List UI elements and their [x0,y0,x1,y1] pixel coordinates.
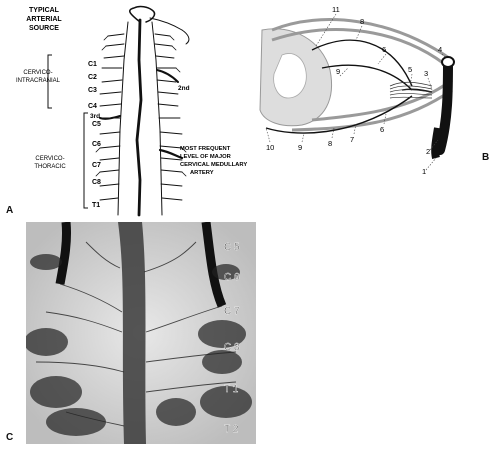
level-c3: C3 [88,87,97,94]
vessel-lumen [441,56,455,68]
header-line1: TYPICAL [29,7,60,14]
panel-c-letter: C [6,432,14,443]
fiber-bands [271,18,453,132]
level-c2: C2 [88,74,97,81]
label-2nd: 2nd [178,85,190,92]
note-most-frequent: MOST FREQUENT LEVEL OF MAJOR CERVICAL ME… [180,146,247,176]
num-4: 4 [438,45,442,54]
level-c7: C7 [92,162,101,169]
level-c8: C8 [92,179,101,186]
num-10: 10 [266,143,274,152]
note-line3: CERVICAL MEDULLARY [180,162,247,168]
num-8-top: 8 [360,17,364,26]
level-c5: C5 [92,121,101,128]
num-5: 5 [408,65,412,74]
level-c4: C4 [88,103,97,110]
num-11: 11 [332,5,340,14]
note-line4: ARTERY [190,170,214,176]
vessel-numbers: 11 8 9 6 5 3 4 2 1 10 9 8 7 6 [266,5,442,176]
label-c6: C 6 [224,272,240,283]
spinal-artery-schematic: TYPICAL ARTERIAL SOURCE CERVICO- INTRACR… [16,5,247,217]
region-thoracic-line1: CERVICO- [35,156,64,162]
label-3rd: 3rd [90,113,100,120]
level-c1: C1 [88,61,97,68]
striated-bundle [389,81,433,99]
panel-c-angiogram: C 5 C 6 C 7 C 8 T 1 T 2 [24,221,256,444]
label-t2: T 2 [224,424,239,435]
bracket-intracranial [47,54,52,109]
label-c7: C 7 [224,306,240,317]
leader-lines [265,13,447,171]
gray-matter [273,53,307,99]
cord-drawing [95,5,190,217]
header-line3: SOURCE [29,25,59,32]
level-t1: T1 [92,202,100,209]
label-c5: C 5 [224,242,240,253]
num-6-top: 6 [382,45,386,54]
num-9-top: 9 [336,67,340,76]
header-line2: ARTERIAL [26,16,62,23]
label-t1: T 1 [224,384,239,395]
radicular-artery [435,57,453,155]
num-7: 7 [350,135,354,144]
num-1: 1 [422,167,426,176]
num-6-bottom: 6 [380,125,384,134]
panel-a-letter: A [6,205,14,216]
panel-b-diagram: 11 8 9 6 5 3 4 2 1 10 9 8 7 6 [252,0,500,225]
level-labels: C1 C2 C3 C4 C5 C6 C7 C8 T1 [88,61,101,209]
level-labels-c: C 5 C 6 C 7 C 8 T 1 T 2 [224,242,240,435]
region-intracranial-line1: CERVICO- [23,70,52,76]
region-intracranial-line2: INTRACRANIAL [16,78,61,84]
bracket-thoracic [83,112,88,209]
radicular-branch [431,127,442,159]
label-c8: C 8 [224,342,240,353]
lateral-vessel-drawing: 11 8 9 6 5 3 4 2 1 10 9 8 7 6 [259,5,455,176]
num-2: 2 [426,147,430,156]
panel-b-letter: B [482,152,490,163]
region-thoracic-line2: THORACIC [34,164,66,170]
num-9-bottom: 9 [298,143,302,152]
panel-a-diagram: TYPICAL ARTERIAL SOURCE CERVICO- INTRACR… [0,0,250,225]
level-c6: C6 [92,141,101,148]
num-8-bottom: 8 [328,139,332,148]
num-3: 3 [424,69,428,78]
angiogram-image: C 5 C 6 C 7 C 8 T 1 T 2 [24,221,256,444]
note-line2: LEVEL OF MAJOR [180,154,232,160]
note-line1: MOST FREQUENT [180,146,231,152]
